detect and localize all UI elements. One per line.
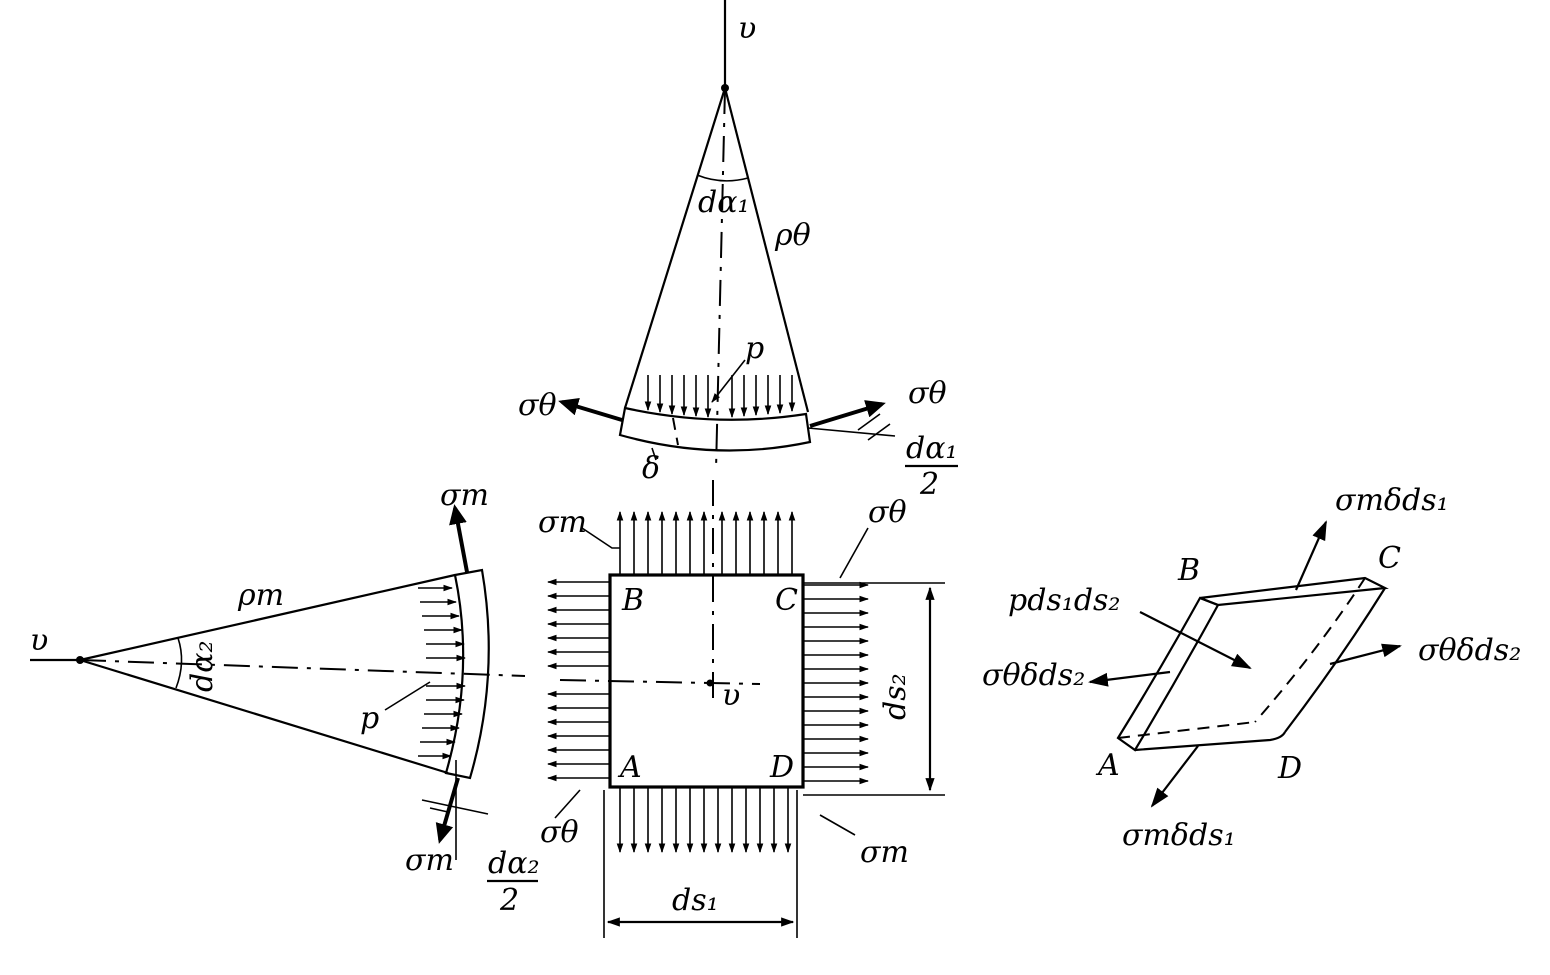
label-sigma-m-top: σm bbox=[440, 478, 489, 513]
square-element bbox=[608, 573, 805, 789]
d-alpha2-arc bbox=[175, 637, 183, 689]
label-iso-C: C bbox=[1378, 541, 1401, 576]
iso-sigma-m-top-arrow bbox=[1294, 520, 1328, 591]
top-sector-right-edge bbox=[723, 87, 810, 413]
label-iso-sigma-m-bottom: σmδds₁ bbox=[1122, 818, 1236, 853]
left-axis-dashed bbox=[79, 659, 526, 677]
label-iso-B: B bbox=[1177, 553, 1200, 588]
sigma-theta-left-arrow bbox=[558, 397, 623, 422]
label-v-top: υ bbox=[738, 11, 756, 46]
label-half-dalpha1-den: 2 bbox=[919, 467, 939, 502]
leader-sigma-m-bottom bbox=[819, 814, 856, 836]
label-rho-m: ρm bbox=[237, 578, 284, 613]
label-ds1: ds₁ bbox=[672, 883, 719, 918]
top-pressure-arrows bbox=[644, 375, 796, 418]
tangent-ref-line bbox=[807, 427, 896, 437]
label-C: C bbox=[775, 583, 798, 618]
sigma-theta-right-arrow bbox=[809, 400, 886, 428]
iso-top-face bbox=[1199, 576, 1389, 607]
half-angle-marks-left bbox=[421, 799, 489, 815]
label-half-dalpha2-den: 2 bbox=[499, 883, 519, 918]
square-right-arrows bbox=[803, 581, 869, 785]
top-sector-left-edge bbox=[623, 87, 727, 409]
d-alpha1-arc bbox=[696, 174, 749, 182]
leader-sigma-theta-top bbox=[839, 527, 869, 579]
left-shell-element bbox=[444, 568, 490, 780]
label-v-left: υ bbox=[30, 623, 48, 658]
square-bottom-arrows bbox=[616, 787, 792, 853]
label-iso-D: D bbox=[1277, 751, 1302, 786]
delta-leader bbox=[651, 447, 657, 461]
label-ds2: ds₂ bbox=[878, 673, 913, 720]
label-d-alpha2: dα₂ bbox=[185, 641, 220, 693]
top-axis-dashed bbox=[715, 87, 726, 471]
left-pressure-arrows bbox=[418, 584, 466, 760]
iso-bottom-edge bbox=[1134, 731, 1286, 752]
label-sigma-theta-right: σθ bbox=[908, 376, 947, 411]
label-d-alpha1: dα₁ bbox=[698, 185, 750, 220]
center-point bbox=[706, 679, 714, 687]
top-shell-element bbox=[618, 406, 812, 452]
iso-sigma-theta-left-arrow bbox=[1088, 670, 1171, 687]
center-horizontal-axis bbox=[559, 679, 761, 685]
square-top-arrows bbox=[616, 511, 796, 575]
iso-sigma-theta-right-arrow bbox=[1329, 643, 1402, 666]
label-iso-sigma-theta-left: σθδds₂ bbox=[982, 658, 1085, 693]
label-rho-theta: ρθ bbox=[774, 218, 811, 253]
thickness-mark bbox=[672, 417, 679, 446]
label-sigma-m-block: σm bbox=[538, 505, 587, 540]
label-delta: δ bbox=[642, 451, 660, 486]
label-iso-A: A bbox=[1095, 748, 1120, 783]
sigma-m-up-arrow bbox=[449, 504, 469, 573]
square-left-arrows bbox=[547, 578, 610, 782]
left-sector: υ ρm dα₂ p σm σm dα₂ 2 bbox=[30, 478, 540, 918]
left-sector-lower-edge bbox=[79, 658, 449, 775]
label-D: D bbox=[769, 750, 794, 785]
iso-pressure-arrow bbox=[1139, 611, 1252, 669]
left-sector-upper-edge bbox=[79, 573, 456, 662]
label-sigma-theta-left: σθ bbox=[518, 388, 557, 423]
label-sigma-theta-bottom: σθ bbox=[540, 815, 579, 850]
p-leader-top bbox=[711, 359, 746, 403]
p-leader-left bbox=[384, 681, 431, 711]
iso-bottom-hidden bbox=[1117, 721, 1256, 739]
iso-right-hidden bbox=[1254, 577, 1366, 723]
sigma-m-down-arrow bbox=[435, 777, 460, 844]
label-iso-pressure: pds₁ds₂ bbox=[1008, 583, 1120, 618]
label-iso-sigma-m-top: σmδds₁ bbox=[1335, 483, 1449, 518]
half-angle-marks bbox=[857, 413, 891, 441]
label-A: A bbox=[617, 750, 642, 785]
top-sector: υ dα₁ ρθ p σθ σθ δ dα₁ 2 bbox=[518, 0, 958, 502]
label-B: B bbox=[621, 583, 644, 618]
label-p-left: p bbox=[360, 701, 379, 736]
leader-sigma-m-top bbox=[581, 527, 620, 549]
isometric-element: σmδds₁ B C pds₁ds₂ σθδds₂ σθδds₂ A D σmδ… bbox=[982, 483, 1521, 853]
label-sigma-theta-block: σθ bbox=[868, 495, 907, 530]
label-half-dalpha2-num: dα₂ bbox=[488, 846, 540, 881]
label-v-center: υ bbox=[722, 678, 740, 713]
leader-sigma-theta-bottom bbox=[554, 789, 581, 819]
iso-sigma-m-bottom-arrow bbox=[1150, 745, 1199, 808]
center-element: σm σθ B C A D υ ds₂ ds₁ σθ σm bbox=[538, 480, 945, 938]
label-sigma-m-bottom: σm bbox=[860, 835, 909, 870]
label-sigma-m-bot-left: σm bbox=[405, 843, 454, 878]
iso-right-edge bbox=[1284, 587, 1386, 733]
label-p-top: p bbox=[745, 331, 764, 366]
label-iso-sigma-theta-right: σθδds₂ bbox=[1418, 633, 1521, 668]
label-half-dalpha1-num: dα₁ bbox=[906, 431, 958, 466]
